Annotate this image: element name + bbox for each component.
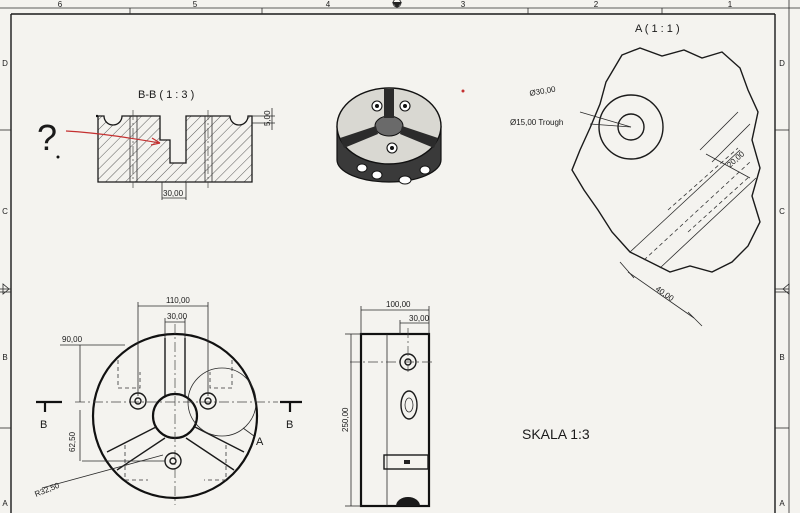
left-zone-marks: D C B A xyxy=(2,59,8,508)
dim-overall-width: 110,00 xyxy=(166,296,190,305)
zone-mark: B xyxy=(779,353,784,362)
zone-mark: C xyxy=(779,207,785,216)
scale-note: SKALA 1:3 xyxy=(522,426,590,442)
zone-mark: 1 xyxy=(728,0,733,9)
top-zone-marks: 6 5 4 3 2 1 xyxy=(58,0,733,9)
dim-height: 250,00 xyxy=(341,407,350,432)
zone-mark: D xyxy=(2,59,8,68)
right-zone-marks: D C B A xyxy=(779,59,785,508)
zone-mark: A xyxy=(2,499,8,508)
zone-mark: C xyxy=(2,207,8,216)
dim-width: 100,00 xyxy=(386,300,411,309)
dim-hole-dia: Ø15,00 Trough xyxy=(510,118,563,127)
question-mark: ? xyxy=(37,117,57,158)
ink-dot xyxy=(56,155,60,159)
dim-slot-width: 30,00 xyxy=(167,312,188,321)
side-view: 100,00 30,00 250,00 xyxy=(341,300,432,508)
detail-callout-label: A xyxy=(256,436,264,448)
section-label-left: B xyxy=(40,419,47,431)
section-view-title: B-B ( 1 : 3 ) xyxy=(138,89,194,101)
red-arrow xyxy=(65,130,161,144)
red-dot xyxy=(461,89,465,93)
zone-mark: 2 xyxy=(594,0,599,9)
zone-mark: 5 xyxy=(193,0,198,9)
red-arrow-head xyxy=(150,137,161,146)
detail-view-title: A ( 1 : 1 ) xyxy=(635,23,680,35)
dim-slot: 30,00 xyxy=(409,314,430,323)
front-view: A B B 110,00 30,00 90,00 62,50 R32,50 xyxy=(33,296,302,505)
section-view-bb: B-B ( 1 : 3 ) 30,00 5,00 ? xyxy=(37,89,275,200)
zone-mark: D xyxy=(779,59,785,68)
dim-lower-offset: 62,50 xyxy=(68,431,77,452)
zone-mark: 6 xyxy=(58,0,63,9)
isometric-view xyxy=(336,87,465,185)
dim-bottom-width: 30,00 xyxy=(163,189,184,198)
section-label-right: B xyxy=(286,419,293,431)
dim-slot-depth: 5,00 xyxy=(263,110,272,126)
zone-mark: 3 xyxy=(461,0,466,9)
dim-height-offset: 90,00 xyxy=(62,335,83,344)
zone-mark: B xyxy=(2,353,7,362)
zone-mark: A xyxy=(779,499,785,508)
zone-mark: 4 xyxy=(326,0,331,9)
